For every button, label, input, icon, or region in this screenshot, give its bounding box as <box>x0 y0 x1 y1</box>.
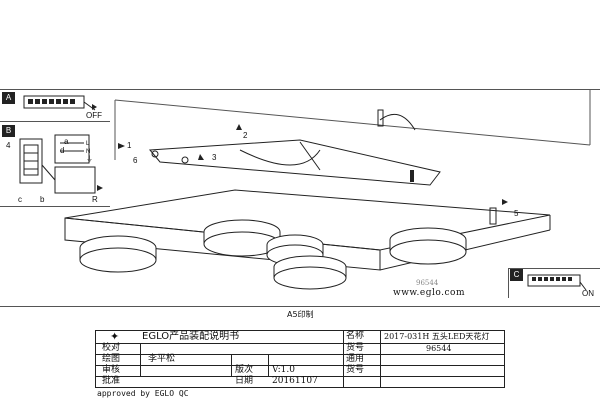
label-b: b <box>40 195 45 204</box>
version-label: 版次 <box>235 365 254 375</box>
panel-c-drawing <box>527 274 587 291</box>
common-label: 通用 <box>346 354 365 364</box>
tb-row-line <box>96 365 504 366</box>
panel-b-divider <box>0 206 110 207</box>
off-label: OFF <box>86 111 102 120</box>
panel-b-drawing <box>19 134 103 194</box>
model-mark: 96544 <box>416 279 439 287</box>
tb-col-line <box>380 331 381 387</box>
goods-label: 货号 <box>346 343 365 353</box>
goods-value: 96544 <box>426 344 452 353</box>
label-c: c <box>18 195 22 204</box>
draw-label: 绘图 <box>102 354 121 364</box>
tb-col-line <box>343 331 344 387</box>
label-4: 4 <box>6 141 11 150</box>
title-block: ✦ EGLO产品装配说明书 名称 2017-031H 五头LED天花灯 校对 货… <box>95 330 505 388</box>
title-logo-text: EGLO产品装配说明书 <box>142 331 240 342</box>
label-a: a <box>64 137 69 146</box>
date-value: 20161107 <box>272 376 318 386</box>
print-note: A5印制 <box>287 310 314 319</box>
tb-row-line <box>96 376 504 377</box>
panel-a-drawing <box>23 95 97 111</box>
date-label: 日期 <box>235 376 254 386</box>
label-R: R <box>92 195 98 204</box>
tb-col-line <box>268 354 269 376</box>
step-2: 2 <box>243 131 248 140</box>
tb-col-line <box>140 343 141 376</box>
panel-c-tab: C <box>510 269 523 281</box>
draw-value: 李平松 <box>148 354 176 364</box>
page-bottom-line <box>0 306 600 307</box>
label-d: d <box>60 146 65 155</box>
page-fold-line <box>0 89 600 90</box>
approve-label: 批准 <box>102 376 121 386</box>
common-goods-label: 货号 <box>346 365 365 375</box>
tb-row-line <box>96 354 504 355</box>
check-label: 校对 <box>102 343 121 353</box>
step-3: 3 <box>212 153 217 162</box>
tb-row-line <box>96 343 343 344</box>
step-1: 1 <box>127 141 132 150</box>
label-N: N <box>86 149 91 155</box>
name-label: 名称 <box>346 331 365 341</box>
step-6: 6 <box>133 156 138 165</box>
panel-c-frame-left <box>508 268 509 298</box>
step-5: 5 <box>514 209 519 218</box>
eglo-logo-icon: ✦ <box>110 330 120 343</box>
label-L: L <box>86 141 90 147</box>
name-value: 2017-031H 五头LED天花灯 <box>384 332 490 341</box>
panel-c-frame <box>508 268 600 269</box>
website-text: www.eglo.com <box>393 288 465 298</box>
panel-b-tab: B <box>2 125 15 137</box>
main-assembly-drawing <box>64 90 591 290</box>
tb-col-line <box>231 354 232 376</box>
panel-a-divider <box>0 121 110 122</box>
tb-row-line <box>343 343 504 344</box>
version-value: V:1.0 <box>272 365 295 375</box>
approved-note: approved by EGLO QC <box>97 389 189 398</box>
label-ground: ⏚ <box>86 156 93 163</box>
on-label: ON <box>582 289 594 298</box>
review-label: 审核 <box>102 365 121 375</box>
panel-a-tab: A <box>2 92 15 104</box>
